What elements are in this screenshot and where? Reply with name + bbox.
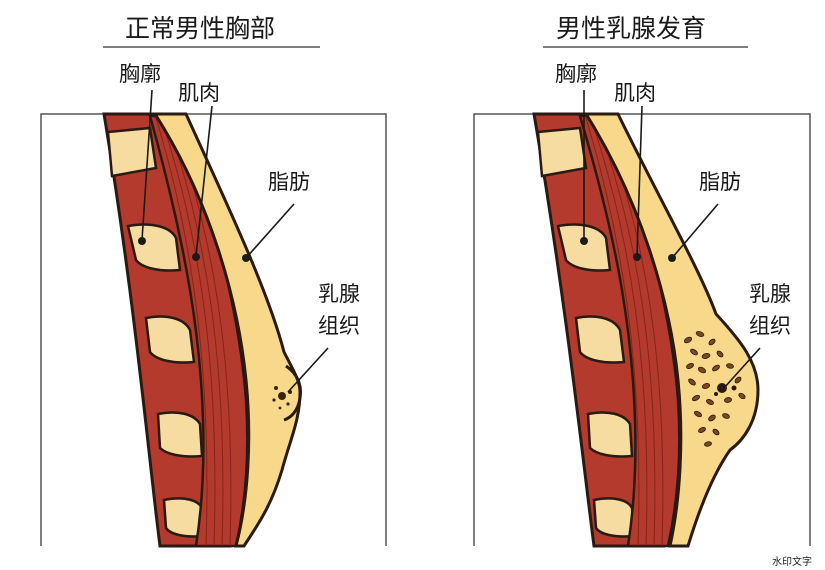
watermark-text: 水印文字: [772, 557, 812, 568]
rib-bone: [592, 497, 636, 538]
gland-leader: [287, 347, 329, 393]
rib-bone: [556, 223, 612, 272]
muscle-layer: [578, 114, 681, 548]
gland-tissue: [272, 386, 292, 410]
muscle-leader: [636, 105, 643, 257]
fat-leader: [671, 203, 719, 259]
label-fat: 脂肪: [268, 170, 310, 194]
rib-leader: [141, 89, 153, 241]
rib-bone: [106, 126, 158, 178]
nipple-outline: [283, 364, 302, 422]
rib-marker: [580, 237, 588, 245]
gland-leader: [723, 347, 761, 389]
label-gland-line2: 组织: [749, 314, 791, 338]
rib-bone: [144, 315, 196, 364]
rib-bones: [536, 126, 636, 538]
nipple-center: [714, 383, 737, 396]
rib-bone: [156, 411, 204, 458]
fat-marker: [242, 254, 250, 262]
muscle-marker: [633, 253, 641, 261]
label-rib: 胸廓: [555, 62, 597, 86]
label-gland-line2: 组织: [318, 314, 360, 338]
label-gland-line1: 乳腺: [749, 282, 791, 306]
panel-frame: [40, 113, 387, 546]
fat-leader: [245, 203, 295, 259]
panel-title-normal: 正常男性胸部: [125, 14, 276, 43]
rib-bone: [574, 315, 626, 364]
muscle-marker: [192, 253, 200, 261]
panel-title-gynecomastia: 男性乳腺发育: [556, 14, 707, 43]
label-gland-line1: 乳腺: [318, 282, 360, 306]
rib-marker: [138, 237, 146, 245]
panel-normal: [40, 46, 387, 548]
label-muscle: 肌肉: [614, 81, 656, 105]
rib-bones: [106, 126, 206, 538]
label-muscle: 肌肉: [178, 81, 220, 105]
muscle-leader: [195, 105, 213, 257]
rib-bone: [126, 223, 182, 272]
label-fat: 脂肪: [699, 170, 741, 194]
rib-bone: [586, 411, 634, 458]
rib-bone: [536, 126, 588, 178]
fat-marker: [668, 254, 676, 262]
label-rib: 胸廓: [119, 62, 161, 86]
fat-layer: [583, 112, 760, 548]
gland-tissue: [683, 331, 746, 447]
panel-gynecomastia: [473, 46, 811, 548]
fat-layer: [152, 112, 302, 548]
